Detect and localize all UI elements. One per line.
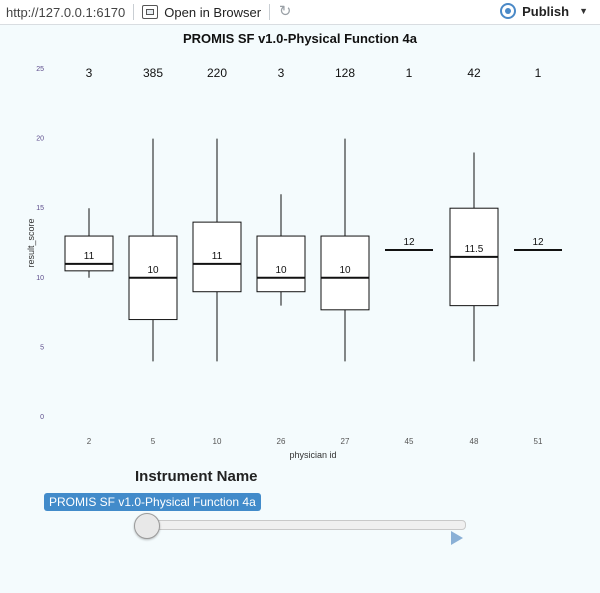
slider-handle[interactable]	[134, 513, 160, 539]
y-tick-label: 25	[36, 66, 44, 73]
x-tick-label: 26	[277, 437, 286, 446]
group-count-label: 1	[535, 66, 542, 80]
group-count-label: 220	[207, 66, 227, 80]
group-count-label: 42	[467, 66, 481, 80]
median-label: 12	[532, 237, 544, 248]
y-tick-label: 15	[36, 205, 44, 212]
median-label: 10	[339, 265, 351, 276]
chevron-down-icon[interactable]: ▼	[579, 6, 588, 16]
viewer-toolbar: http://127.0.0.1:6170 Open in Browser ↻ …	[0, 0, 600, 25]
x-tick-label: 10	[213, 437, 222, 446]
group-count-label: 3	[86, 66, 93, 80]
group-count-label: 3	[278, 66, 285, 80]
group-count-label: 385	[143, 66, 163, 80]
x-tick-label: 48	[470, 437, 479, 446]
box-iqr	[256, 235, 306, 293]
boxplot-chart: PROMIS SF v1.0-Physical Function 4a 0 5 10 1…	[26, 31, 562, 460]
browser-window-icon	[142, 5, 159, 19]
slider-track[interactable]	[148, 520, 466, 530]
x-tick-label: 5	[151, 437, 156, 446]
box-iqr	[320, 235, 370, 311]
median-label: 11	[84, 251, 95, 262]
median-label: 10	[275, 265, 287, 276]
instrument-name-label: Instrument Name	[135, 468, 258, 485]
group-count-label: 128	[335, 66, 355, 80]
publish-button[interactable]: Publish ▼	[500, 3, 588, 19]
play-icon[interactable]	[451, 531, 463, 545]
group-count-label: 1	[406, 66, 413, 80]
toolbar-divider	[133, 4, 135, 20]
box-iqr	[64, 235, 114, 272]
x-tick-label: 45	[405, 437, 414, 446]
publish-label: Publish	[522, 3, 570, 19]
y-tick-label: 10	[36, 275, 44, 282]
chart-title: PROMIS SF v1.0-Physical Function 4a	[183, 31, 418, 46]
y-axis-label: result_score	[26, 218, 36, 267]
y-tick-label: 0	[40, 414, 44, 421]
x-tick-label: 2	[87, 437, 92, 446]
median-label: 10	[147, 265, 159, 276]
x-axis-label: physician id	[289, 450, 336, 460]
open-in-browser-button[interactable]: Open in Browser	[142, 5, 261, 20]
refresh-icon[interactable]: ↻	[278, 3, 292, 20]
y-tick-label: 5	[40, 344, 44, 351]
y-tick-label: 20	[36, 136, 44, 143]
publish-icon	[500, 3, 517, 19]
open-in-browser-label: Open in Browser	[164, 4, 262, 20]
median-label: 11	[212, 251, 223, 262]
box-iqr	[192, 221, 242, 293]
x-tick-label: 51	[534, 437, 543, 446]
x-tick-label: 27	[341, 437, 350, 446]
median-label: 11.5	[465, 244, 484, 255]
toolbar-divider-2	[269, 4, 271, 20]
median-label: 12	[403, 237, 415, 248]
url-text: http://127.0.0.1:6170	[6, 4, 126, 20]
slider-value-badge: PROMIS SF v1.0-Physical Function 4a	[44, 493, 261, 511]
